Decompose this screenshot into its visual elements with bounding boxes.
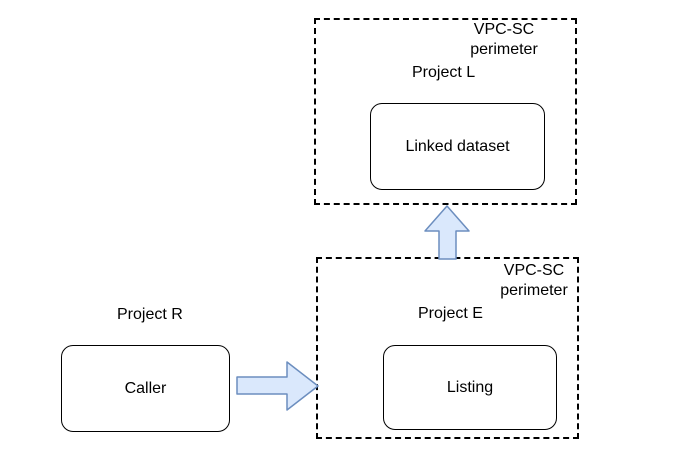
- linked-dataset-node: Linked dataset: [370, 103, 545, 190]
- vpc-sc-label-line1: VPC-SC: [473, 21, 535, 38]
- listing-node: Listing: [383, 345, 557, 430]
- linked-dataset-label: Linked dataset: [405, 137, 510, 155]
- block-arrow-up-icon: [424, 205, 470, 260]
- caller-label: Caller: [124, 379, 167, 397]
- block-arrow-right-icon: [236, 361, 319, 411]
- vpc-sc-perimeter-top-box: [314, 18, 577, 205]
- listing-label: Listing: [446, 378, 494, 396]
- vpc-sc-perimeter-label-top: VPC-SC perimeter: [424, 20, 584, 60]
- project-r-label: Project R: [117, 306, 183, 323]
- vpc-sc-label-line2: perimeter: [470, 41, 538, 58]
- vpc-sc-perimeter-label-bottom: VPC-SC perimeter: [454, 261, 614, 301]
- project-l-label: Project L: [412, 64, 476, 81]
- project-e-label: Project E: [418, 305, 483, 322]
- vpc-sc-label-line1: VPC-SC: [503, 262, 565, 279]
- vpc-sc-label-line2: perimeter: [500, 282, 568, 299]
- caller-node: Caller: [61, 345, 230, 432]
